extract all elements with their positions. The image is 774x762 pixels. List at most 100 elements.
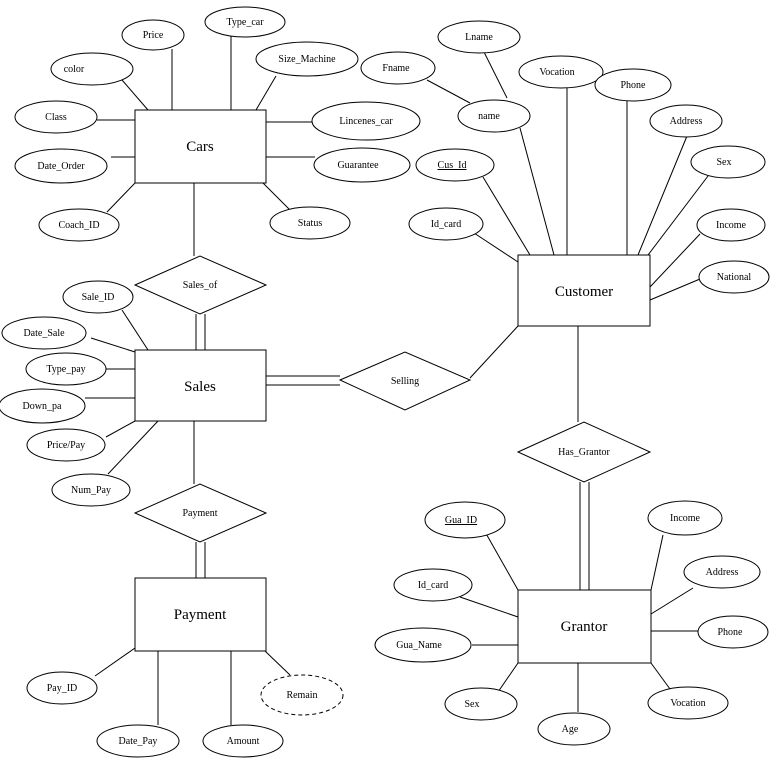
attr-grantor-sex: Sex [444, 687, 518, 721]
relationship-sales-of-label: Sales_of [183, 280, 218, 291]
attr-sales-sale-id: Sale_ID [62, 280, 134, 314]
svg-text:Vocation: Vocation [670, 698, 705, 709]
attr-grantor-income: Income [647, 500, 723, 536]
svg-text:Price: Price [143, 30, 164, 41]
svg-text:Type_car: Type_car [226, 17, 264, 28]
svg-text:Sale_ID: Sale_ID [82, 292, 115, 303]
attr-grantor-phone: Phone [697, 615, 769, 649]
svg-text:Cus_Id: Cus_Id [438, 160, 467, 171]
svg-text:Down_pa: Down_pa [23, 401, 62, 412]
attr-cars-size-machine: Size_Machine [255, 41, 359, 77]
svg-text:Coach_ID: Coach_ID [58, 220, 99, 231]
entity-payment-label: Payment [174, 607, 227, 623]
entity-customer-label: Customer [555, 284, 613, 300]
svg-text:Pay_ID: Pay_ID [47, 683, 78, 694]
svg-text:Fname: Fname [382, 63, 410, 74]
attr-customer-address: Address [649, 104, 723, 138]
attr-cars-price: Price [121, 19, 185, 51]
attr-cars-class: Class [14, 100, 98, 134]
svg-text:Lincenes_car: Lincenes_car [339, 116, 393, 127]
attr-customer-phone: Phone [594, 68, 672, 102]
svg-text:name: name [478, 111, 500, 122]
svg-text:Income: Income [716, 220, 747, 231]
svg-text:Id_card: Id_card [418, 580, 449, 591]
svg-text:Phone: Phone [718, 627, 744, 638]
relationship-payment[interactable]: Payment [133, 483, 268, 543]
attr-sales-date-sale: Date_Sale [1, 316, 87, 350]
attr-grantor-id-card: Id_card [393, 568, 473, 602]
attr-cars-coach-id: Coach_ID [38, 208, 120, 242]
svg-text:Gua_Name: Gua_Name [396, 640, 442, 651]
svg-text:Price/Pay: Price/Pay [47, 440, 85, 451]
svg-text:Id_card: Id_card [431, 219, 462, 230]
svg-text:Status: Status [298, 218, 323, 229]
svg-text:Vocation: Vocation [539, 67, 574, 78]
relationship-has-grantor[interactable]: Has_Grantor [516, 421, 652, 483]
svg-text:Remain: Remain [286, 690, 317, 701]
attr-customer-id-card: Id_card [408, 207, 484, 241]
attr-grantor-gua-name: Gua_Name [374, 627, 472, 663]
relationship-selling[interactable]: Selling [338, 351, 472, 411]
svg-text:Age: Age [562, 724, 579, 735]
svg-text:Size_Machine: Size_Machine [278, 54, 336, 65]
attr-customer-cus-id: Cus_Id [415, 148, 495, 182]
entity-grantor[interactable]: Grantor [517, 589, 652, 664]
svg-text:Amount: Amount [227, 736, 260, 747]
svg-text:Gua_ID: Gua_ID [445, 515, 477, 526]
attr-customer-income: Income [696, 208, 766, 242]
attr-payment-date-pay: Date_Pay [96, 724, 180, 758]
attr-cars-date-order: Date_Order [14, 148, 108, 184]
attr-cars-status: Status [269, 206, 351, 240]
svg-text:Class: Class [45, 112, 67, 123]
entity-sales-label: Sales [184, 379, 216, 395]
attr-grantor-gua-id: Gua_ID [424, 501, 506, 539]
attr-customer-national: National [698, 260, 770, 294]
attr-cars-type-car: Type_car [204, 6, 286, 38]
attr-cars-lincenes-car: Lincenes_car [311, 101, 421, 141]
svg-text:Address: Address [670, 116, 703, 127]
svg-text:Type_pay: Type_pay [46, 364, 85, 375]
attr-grantor-address: Address [683, 555, 761, 589]
attr-sales-num-pay: Num_Pay [51, 473, 131, 507]
attr-sales-down-pa: Down_pa [0, 388, 86, 424]
svg-text:color: color [64, 64, 85, 75]
relationship-sales-of[interactable]: Sales_of [133, 255, 268, 315]
svg-text:Sex: Sex [465, 699, 480, 710]
attr-cars-color: color [50, 52, 134, 86]
entity-grantor-label: Grantor [561, 619, 608, 635]
attr-grantor-age: Age [537, 712, 611, 746]
entity-cars-label: Cars [186, 139, 214, 155]
entity-payment[interactable]: Payment [134, 577, 267, 652]
attr-customer-vocation: Vocation [518, 55, 604, 89]
svg-text:Address: Address [706, 567, 739, 578]
svg-text:Sex: Sex [717, 157, 732, 168]
svg-text:National: National [717, 272, 752, 283]
svg-text:Guarantee: Guarantee [337, 160, 379, 171]
attr-customer-name: name [457, 99, 531, 133]
attr-sales-type-pay: Type_pay [25, 352, 107, 386]
entity-cars[interactable]: Cars [134, 109, 267, 184]
attr-customer-sex: Sex [690, 145, 766, 179]
svg-text:Date_Pay: Date_Pay [119, 736, 158, 747]
entity-sales[interactable]: Sales [134, 349, 267, 422]
attr-cars-guarantee: Guarantee [313, 147, 411, 183]
attr-payment-remain: Remain [260, 674, 344, 716]
attr-grantor-vocation: Vocation [647, 686, 729, 720]
connector-lines [85, 36, 709, 725]
svg-text:Income: Income [670, 513, 701, 524]
attr-customer-fname: Fname [360, 51, 436, 85]
entity-customer[interactable]: Customer [517, 254, 651, 327]
svg-text:Phone: Phone [621, 80, 647, 91]
svg-text:Num_Pay: Num_Pay [71, 485, 111, 496]
attr-customer-lname: Lname [437, 20, 521, 54]
attr-sales-price-pay: Price/Pay [26, 428, 106, 462]
svg-text:Date_Sale: Date_Sale [23, 328, 65, 339]
svg-text:Lname: Lname [465, 32, 493, 43]
attr-payment-amount: Amount [202, 724, 284, 758]
relationship-selling-label: Selling [391, 376, 419, 387]
attr-payment-pay-id: Pay_ID [26, 671, 98, 705]
svg-text:Date_Order: Date_Order [37, 161, 85, 172]
relationship-has-grantor-label: Has_Grantor [558, 447, 610, 458]
relationship-payment-label: Payment [183, 508, 218, 519]
